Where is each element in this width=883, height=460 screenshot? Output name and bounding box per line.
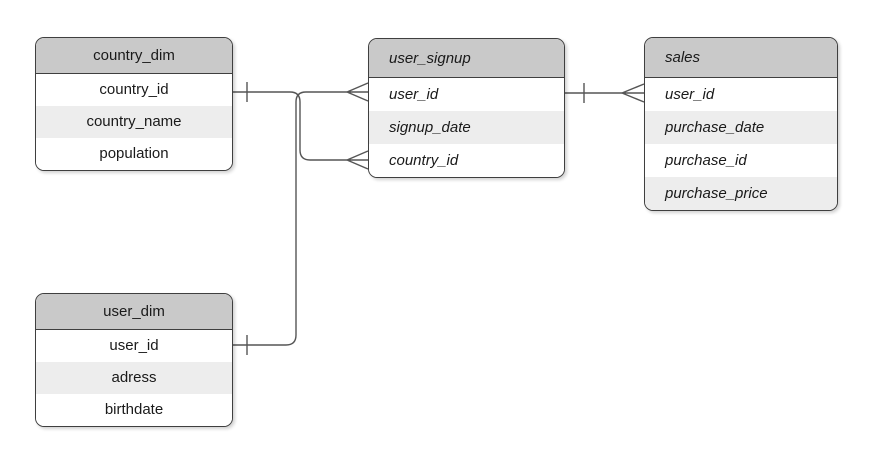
field-row-signup_date[interactable]: signup_date — [369, 111, 564, 144]
field-row-user_id[interactable]: user_id — [645, 78, 837, 111]
field-row-country_id[interactable]: country_id — [36, 74, 232, 106]
field-row-purchase_price[interactable]: purchase_price — [645, 177, 837, 210]
field-row-birthdate[interactable]: birthdate — [36, 394, 232, 426]
table-title-user_signup[interactable]: user_signup — [369, 39, 564, 78]
connector-user_signup-sales[interactable] — [565, 83, 645, 103]
table-title-sales[interactable]: sales — [645, 38, 837, 78]
crow-foot-many-icon — [346, 150, 369, 170]
crow-foot-many-icon — [346, 82, 369, 102]
table-title-country_dim[interactable]: country_dim — [36, 38, 232, 74]
connector-country_dim-user_signup[interactable] — [233, 82, 369, 170]
field-row-user_id[interactable]: user_id — [369, 78, 564, 111]
field-row-purchase_date[interactable]: purchase_date — [645, 111, 837, 144]
field-row-country_name[interactable]: country_name — [36, 106, 232, 138]
field-row-population[interactable]: population — [36, 138, 232, 170]
field-row-purchase_id[interactable]: purchase_id — [645, 144, 837, 177]
connector-user_dim-user_signup[interactable] — [233, 82, 369, 355]
connector-line[interactable] — [233, 91, 347, 161]
field-row-user_id[interactable]: user_id — [36, 330, 232, 362]
crow-foot-many-icon — [621, 83, 645, 103]
field-row-country_id[interactable]: country_id — [369, 144, 564, 177]
table-title-user_dim[interactable]: user_dim — [36, 294, 232, 330]
field-row-adress[interactable]: adress — [36, 362, 232, 394]
connector-line[interactable] — [233, 91, 347, 346]
